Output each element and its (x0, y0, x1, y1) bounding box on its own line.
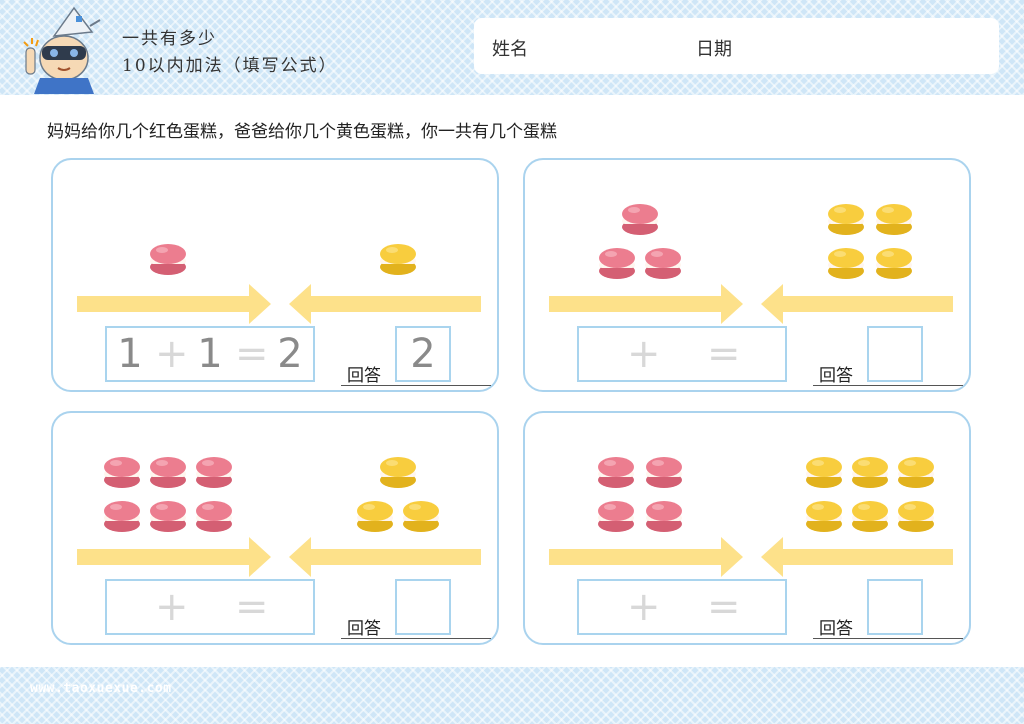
yellow-macaron-icon (898, 457, 934, 488)
pink-macaron-icon (196, 501, 232, 532)
equals-sign: = (235, 584, 269, 630)
answer-value: 2 (410, 331, 436, 377)
name-label: 姓名 (492, 39, 528, 60)
pink-macaron-icon (150, 501, 186, 532)
answer-box[interactable] (395, 579, 451, 635)
yellow-macaron-icon (852, 501, 888, 532)
equation-box[interactable]: += (577, 326, 787, 382)
answer-label: 回答 (347, 619, 381, 639)
equals-sign: = (707, 331, 741, 377)
pink-macaron-icon (150, 244, 186, 275)
right-arrow-icon (77, 537, 271, 577)
answer-underline (341, 638, 491, 639)
pink-macaron-icon (150, 457, 186, 488)
equals-sign: = (707, 584, 741, 630)
pink-macaron-icon (622, 204, 658, 235)
yellow-macaron-icon (380, 244, 416, 275)
left-arrow-icon (289, 537, 481, 577)
pink-macaron-icon (104, 457, 140, 488)
yellow-macaron-icon (828, 204, 864, 235)
problem-illustration (549, 204, 953, 324)
plus-sign: + (627, 331, 661, 377)
yellow-macaron-icon (806, 457, 842, 488)
answer-label: 回答 (347, 366, 381, 386)
yellow-macaron-icon (876, 248, 912, 279)
footer-band (0, 667, 1024, 724)
problem-panel: +=回答 (523, 158, 971, 392)
yellow-macaron-icon (380, 457, 416, 488)
equation-sum: 2 (277, 331, 303, 377)
plus-sign: + (627, 584, 661, 630)
answer-label: 回答 (819, 366, 853, 386)
answer-underline (341, 385, 491, 386)
yellow-macaron-icon (828, 248, 864, 279)
plus-sign: + (155, 331, 189, 377)
answer-box[interactable]: 2 (395, 326, 451, 382)
plus-sign: + (155, 584, 189, 630)
worksheet-title: 一共有多少 (122, 29, 217, 49)
answer-box[interactable] (867, 326, 923, 382)
answer-box[interactable] (867, 579, 923, 635)
equation-box[interactable]: += (577, 579, 787, 635)
pink-macaron-icon (646, 501, 682, 532)
left-arrow-icon (761, 537, 953, 577)
problem-illustration (549, 457, 953, 577)
problem-illustration (77, 244, 481, 324)
equation-addend-b: 1 (197, 331, 223, 377)
equation-box[interactable]: += (105, 579, 315, 635)
right-arrow-icon (549, 284, 743, 324)
yellow-macaron-icon (806, 501, 842, 532)
answer-label: 回答 (819, 619, 853, 639)
mascot-icon (23, 6, 101, 94)
footer-url: www.taoxuexue.com (30, 681, 172, 696)
yellow-macaron-icon (898, 501, 934, 532)
pink-macaron-icon (196, 457, 232, 488)
answer-underline (813, 385, 963, 386)
worksheet-subtitle: 10以内加法（填写公式） (122, 56, 338, 76)
problem-panel: +=回答 (523, 411, 971, 645)
yellow-macaron-icon (357, 501, 393, 532)
date-label: 日期 (696, 39, 732, 60)
answer-underline (813, 638, 963, 639)
right-arrow-icon (77, 284, 271, 324)
pink-macaron-icon (598, 457, 634, 488)
pink-macaron-icon (598, 501, 634, 532)
instruction-text: 妈妈给你几个红色蛋糕，爸爸给你几个黄色蛋糕，你一共有几个蛋糕 (47, 122, 557, 142)
equation-addend-a: 1 (117, 331, 143, 377)
equals-sign: = (235, 331, 269, 377)
equation-box[interactable]: 1+1=2 (105, 326, 315, 382)
pink-macaron-icon (646, 457, 682, 488)
right-arrow-icon (549, 537, 743, 577)
pink-macaron-icon (599, 248, 635, 279)
left-arrow-icon (761, 284, 953, 324)
problem-illustration (77, 457, 481, 577)
yellow-macaron-icon (876, 204, 912, 235)
name-date-box: 姓名 日期 (474, 18, 999, 74)
yellow-macaron-icon (403, 501, 439, 532)
yellow-macaron-icon (852, 457, 888, 488)
left-arrow-icon (289, 284, 481, 324)
pink-macaron-icon (645, 248, 681, 279)
problem-panel: +=回答 (51, 411, 499, 645)
pink-macaron-icon (104, 501, 140, 532)
